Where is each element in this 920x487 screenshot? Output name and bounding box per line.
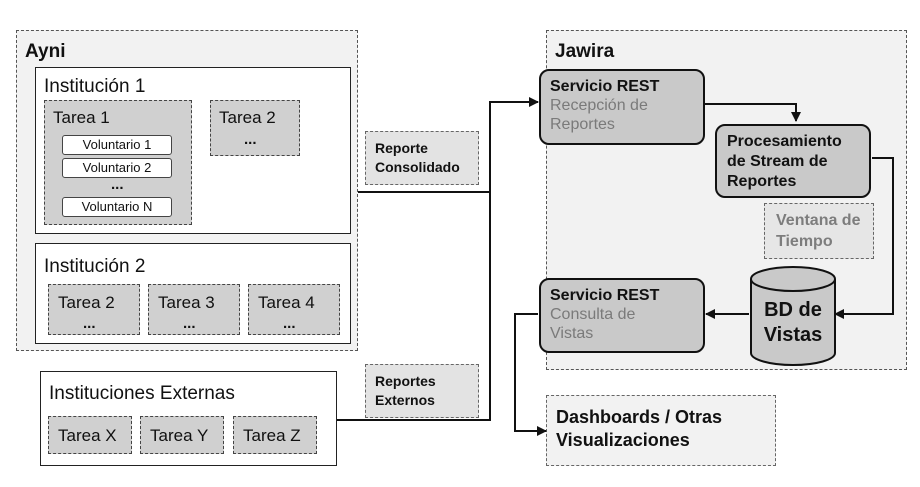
institution-2-title: Institución 2: [44, 256, 146, 277]
external-reports-label: Reportes Externos: [365, 364, 479, 418]
time-window-line-1: Ventana de: [776, 212, 861, 229]
rest-reception-service: Servicio REST Recepción de Reportes: [539, 69, 705, 145]
dashboards-line-2: Visualizaciones: [556, 430, 690, 450]
task-1-box: Tarea 1 Voluntario 1 Voluntario 2 ... Vo…: [44, 100, 192, 225]
task-title: Tarea 4: [258, 293, 315, 312]
task-1-title: Tarea 1: [53, 108, 110, 127]
ayni-title: Ayni: [25, 41, 66, 62]
rest-reception-title: Servicio REST: [550, 78, 660, 95]
rest-query-service: Servicio REST Consulta de Vistas: [539, 278, 705, 353]
institution-2-box: Institución 2 Tarea 2 ... Tarea 3 ... Ta…: [35, 243, 351, 344]
task-x-title: Tarea X: [58, 426, 117, 445]
task-y-title: Tarea Y: [150, 426, 209, 445]
time-window-label: Ventana de Tiempo: [764, 203, 874, 259]
task-y-box: Tarea Y: [140, 416, 224, 454]
stream-processing-line-1: Procesamiento: [727, 133, 842, 150]
rest-reception-subtitle-2: Reportes: [550, 116, 615, 133]
task-box: Tarea 4 ...: [248, 284, 340, 335]
rest-query-title: Servicio REST: [550, 287, 660, 304]
institution-1-box: Institución 1 Tarea 1 Voluntario 1 Volun…: [35, 67, 351, 234]
volunteer-n: Voluntario N: [62, 197, 172, 217]
volunteer-1: Voluntario 1: [62, 135, 172, 155]
task-title: Tarea 2: [58, 293, 115, 312]
views-database: BD de Vistas: [749, 265, 837, 367]
rest-query-subtitle-2: Vistas: [550, 325, 594, 342]
external-institutions-box: Instituciones Externas Tarea X Tarea Y T…: [40, 371, 337, 466]
database-line-2: Vistas: [763, 324, 823, 346]
task-ellipsis: ...: [283, 315, 296, 332]
stream-processing-line-2: de Stream de: [727, 153, 828, 170]
rest-query-subtitle-1: Consulta de: [550, 306, 636, 323]
consolidated-report-line-1: Reporte: [375, 140, 428, 156]
external-reports-line-1: Reportes: [375, 373, 436, 389]
external-reports-line-2: Externos: [375, 392, 435, 408]
task-z-box: Tarea Z: [233, 416, 317, 454]
consolidated-report-line-2: Consolidado: [375, 159, 460, 175]
institution-1-title: Institución 1: [44, 76, 146, 97]
rest-reception-subtitle-1: Recepción de: [550, 97, 648, 114]
task-z-title: Tarea Z: [243, 426, 301, 445]
jawira-container: Jawira Servicio REST Recepción de Report…: [539, 30, 907, 370]
consolidated-report-label: Reporte Consolidado: [365, 131, 479, 185]
jawira-title: Jawira: [555, 41, 615, 62]
dashboards-box: Dashboards / Otras Visualizaciones: [546, 395, 776, 466]
volunteer-ellipsis: ...: [111, 176, 124, 193]
database-line-1: BD de: [764, 299, 822, 321]
task-2-ellipsis: ...: [244, 131, 257, 148]
task-ellipsis: ...: [183, 315, 196, 332]
external-institutions-title: Instituciones Externas: [49, 383, 235, 404]
stream-processing: Procesamiento de Stream de Reportes: [715, 124, 871, 198]
volunteer-2: Voluntario 2: [62, 158, 172, 178]
task-2-title: Tarea 2: [219, 108, 276, 127]
stream-processing-line-3: Reportes: [727, 173, 797, 190]
time-window-line-2: Tiempo: [776, 233, 833, 250]
task-box: Tarea 3 ...: [148, 284, 240, 335]
task-x-box: Tarea X: [48, 416, 132, 454]
task-ellipsis: ...: [83, 315, 96, 332]
ayni-container: Ayni Institución 1 Tarea 1 Voluntario 1 …: [16, 30, 358, 351]
task-2-box: Tarea 2 ...: [210, 100, 300, 156]
task-title: Tarea 3: [158, 293, 215, 312]
task-box: Tarea 2 ...: [48, 284, 140, 335]
dashboards-line-1: Dashboards / Otras: [556, 407, 723, 427]
